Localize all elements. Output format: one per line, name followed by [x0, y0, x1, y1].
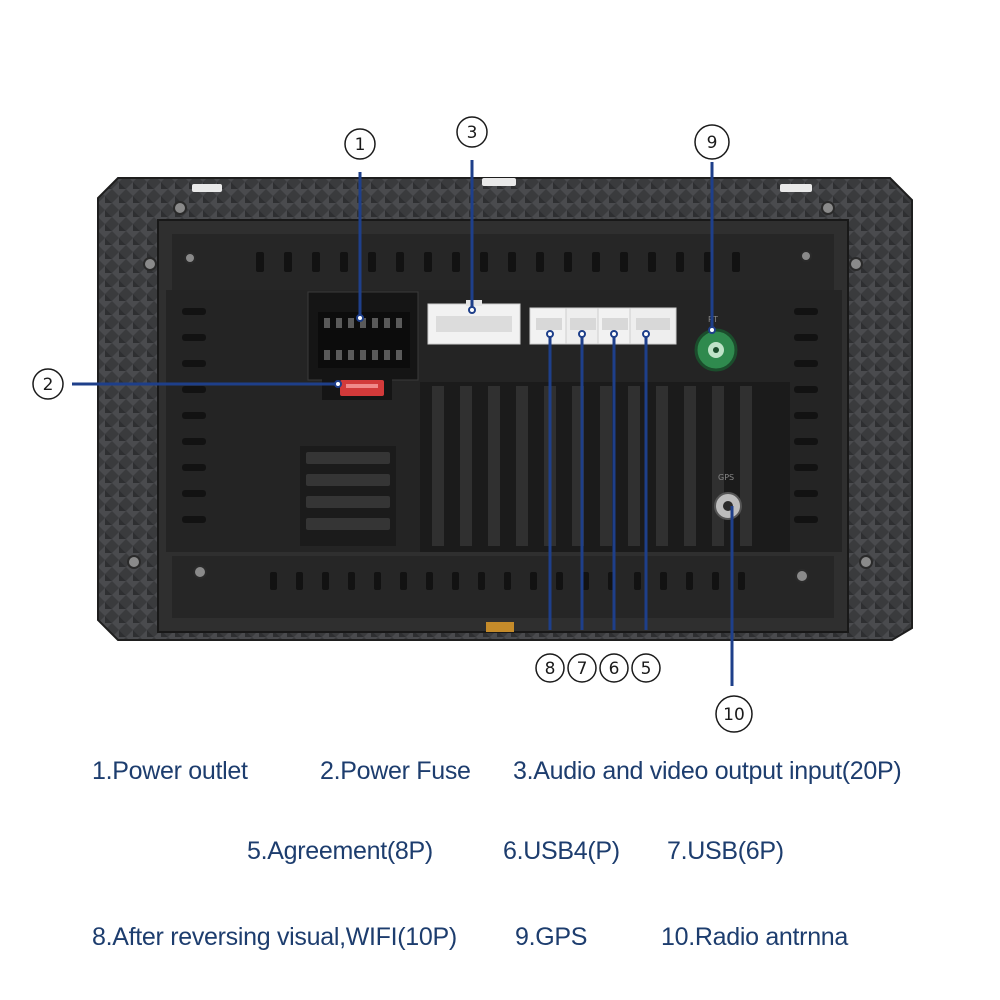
callout-5-label: 5	[641, 659, 652, 679]
callout-1-label: 1	[355, 135, 366, 155]
callout-3: 3	[456, 116, 488, 148]
callout-3-label: 3	[467, 123, 478, 143]
callout-8-label: 8	[545, 659, 556, 679]
small-connectors	[529, 307, 677, 345]
leader-dots	[334, 306, 716, 388]
callout-7-label: 7	[577, 659, 588, 679]
side-vent-slots	[182, 308, 818, 523]
head-unit-rear-diagram: RT GPS 1 2 3 8	[32, 116, 913, 733]
callout-7: 7	[567, 653, 597, 683]
callout-1: 1	[344, 128, 376, 160]
callout-9: 9	[694, 124, 730, 160]
callout-9-label: 9	[707, 133, 718, 153]
gps-mark: GPS	[718, 473, 734, 482]
legend-item-3: 3.Audio and video output input(20P)	[513, 757, 902, 785]
callout-8: 8	[535, 653, 565, 683]
power-fuse	[322, 376, 392, 400]
legend-item-8: 8.After reversing visual,WIFI(10P)	[92, 923, 457, 951]
legend-item-2: 2.Power Fuse	[320, 757, 471, 785]
leader-lines	[72, 160, 734, 686]
legend-item-5: 5.Agreement(8P)	[247, 837, 433, 865]
callout-6: 6	[599, 653, 629, 683]
legend-item-9: 9.GPS	[515, 923, 588, 951]
callout-2-label: 2	[43, 375, 54, 395]
gps-jack: GPS	[714, 473, 742, 520]
legend-item-7: 7.USB(6P)	[667, 837, 784, 865]
legend-item-6: 6.USB4(P)	[503, 837, 620, 865]
callout-2: 2	[32, 368, 64, 400]
heatsink-fins	[300, 382, 790, 552]
power-outlet-connector	[307, 291, 419, 381]
screws	[127, 201, 873, 583]
legend-item-1: 1.Power outlet	[92, 757, 248, 785]
bottom-clip	[486, 622, 514, 632]
callout-5: 5	[631, 653, 661, 683]
callout-10-label: 10	[723, 705, 745, 725]
callout-10: 10	[715, 695, 753, 733]
top-vent-slots	[256, 252, 740, 272]
legend-item-10: 10.Radio antrnna	[661, 923, 849, 951]
callout-6-label: 6	[609, 659, 620, 679]
